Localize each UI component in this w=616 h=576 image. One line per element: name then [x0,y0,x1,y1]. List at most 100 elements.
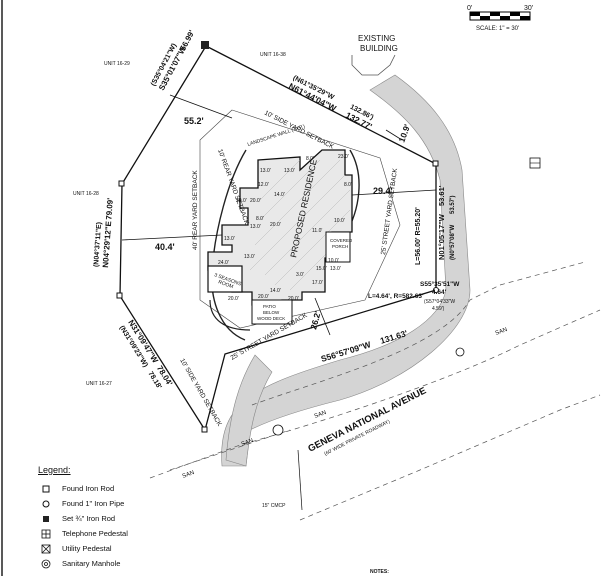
covered-porch [325,231,351,263]
legend-label: Found Iron Rod [62,484,115,493]
dim-line-10 [385,129,403,141]
dim-14: 11.0' [312,228,322,234]
legend-item-found-iron-pipe: Found 1" Iron Pipe [38,496,238,511]
dim-line-29 [351,189,437,196]
bearing-west-upper-dist: 56.99' [178,29,196,53]
legend-label: Sanitary Manhole [62,559,121,568]
bearing-east-record-dist: 53.57') [450,196,456,214]
found-iron-rod-icon [118,180,125,187]
distance-55: 55.2' [184,116,204,126]
dim-17: 15.0' [316,266,327,272]
scale-bar: 0' 30' SCALE: 1" = 30' [467,5,533,32]
wood-deck-label-line3: WOOD DECK [257,316,285,321]
dim-25: 13.0' [244,254,255,260]
bearing-south-curve-record: (S57°04'33"W [424,299,455,305]
dim-6: 20.0' [236,198,247,204]
distance-10: 10.9' [396,123,412,144]
dim-16: 13.0' [330,266,341,272]
dim-18: 17.0' [312,280,323,286]
dim-26: 8.0' [306,156,314,162]
dim-12: 13.0' [224,236,235,242]
legend: Legend: Found Iron Rod Found 1" Iron Pip… [38,465,238,571]
dim-line-40 [121,234,223,241]
san-label-2: SAN [314,410,328,420]
dim-line-26 [314,297,331,336]
unit-16-38-label: UNIT 16-38 [260,52,286,58]
wood-deck [251,299,293,325]
bearing-west-mid: N04°29'12"E [101,220,113,268]
arc-l-label: L=56.00' R=55.20' [415,207,422,265]
dim-4: 8.0' [344,182,352,188]
covered-porch-label: COVERED [330,238,353,243]
found-iron-rod-icon [116,292,123,299]
sanitary-manhole-icon [455,347,465,357]
existing-building-line1: EXISTING [358,34,395,43]
legend-item-sanitary-manhole: Sanitary Manhole [38,556,238,571]
bearing-east-dist: 53.61' [437,185,446,206]
bearing-south-curve-dist: 4.64' [432,289,447,296]
legend-title: Legend: [38,465,71,475]
legend-item-found-iron-rod: Found Iron Rod [38,481,238,496]
road-pavement [221,74,471,467]
found-iron-pipe-icon [433,287,439,293]
dim-7: 20.0' [250,198,261,204]
legend-item-telephone-pedestal: Telephone Pedestal [38,526,238,541]
dim-1: 13.0' [260,168,271,174]
legend-label: Set ¾" Iron Rod [62,514,116,523]
found-iron-rod-icon [201,426,208,433]
dim-13: 10.0' [334,218,345,224]
legend-item-set-iron-rod: Set ¾" Iron Rod [38,511,238,526]
telephone-pedestal-icon [38,528,54,540]
dim-8: 14.0' [274,192,285,198]
sanitary-manhole-icon [38,558,54,570]
bearing-west-mid-record: (N04°37'11"E) [92,222,103,268]
unit-16-29-label: UNIT 16-29 [104,61,130,67]
seasons-room-label-line2: ROOM [217,279,234,290]
dim-3: 23.0' [338,154,349,160]
covered-porch-label-line2: PORCH [332,244,348,249]
road-edge-line-far [299,394,601,521]
dim-19: 24.0' [218,260,229,266]
dim-24: 20.0' [288,296,299,302]
telephone-pedestal-icon [529,157,541,169]
setback-side-bottom: 10' SIDE YARD SETBACK [178,358,223,429]
found-iron-pipe-icon [38,498,54,510]
wood-deck-label: PATIO [263,304,276,309]
room-dimensions: 13.0' 13.0' 23.0' 8.0' 12.0' 20.0' 20.0'… [218,154,352,302]
road-edge-line-south [149,309,601,479]
dim-20: 3.0' [296,272,304,278]
setback-rear-left: 40' REAR YARD SETBACK [192,170,199,250]
unit-16-27-label: UNIT 16-27 [86,381,112,387]
dim-22: 20.0' [258,294,269,300]
culvert-label: 15" CMCP [262,503,286,509]
legend-label: Telephone Pedestal [62,529,128,538]
dim-9: 8.0' [256,216,264,222]
bearing-east-record: (N0°57'08"W [450,224,456,260]
existing-building-line2: BUILDING [360,44,398,53]
san-label-3: SAN [182,470,196,480]
dim-5: 12.0' [258,182,269,188]
dim-11: 13.0' [250,224,261,230]
dim-line-55 [169,94,233,119]
existing-building: EXISTING BUILDING [351,34,398,76]
legend-item-utility-pedestal: Utility Pedestal [38,541,238,556]
scale-zero: 0' [467,5,472,12]
driveway [225,354,273,467]
scale-thirty: 30' [524,5,533,12]
dim-21: 20.0' [228,296,239,302]
san-label-4: SAN [241,438,255,448]
bearing-east: N01°05'17"W [437,213,446,260]
set-iron-rod-icon [38,513,54,525]
property-boundary [119,45,437,432]
unit-16-28-label: UNIT 16-28 [73,191,99,197]
distance-29: 29.4' [373,186,393,196]
bearing-south-curve: S55°35'51"W [420,280,460,288]
notes-label: NOTES: [370,569,389,575]
distance-26: 26.2' [308,310,322,331]
found-iron-rod-icon [432,160,439,167]
culvert-line [297,449,303,511]
found-iron-rod-icon [38,483,54,495]
dim-15: 10.0' [328,258,339,264]
san-label-1: SAN [495,327,509,337]
